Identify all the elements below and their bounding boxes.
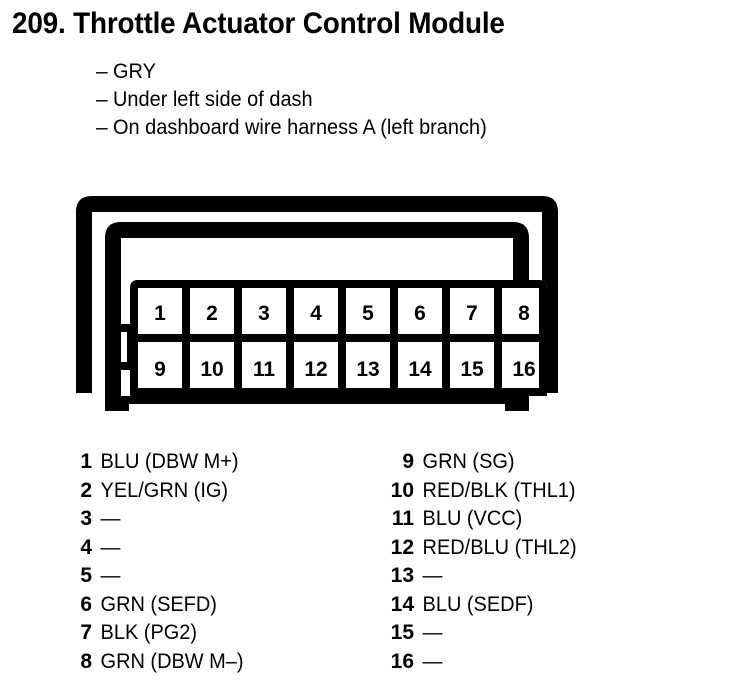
legend-pin-number: 11 xyxy=(391,507,414,530)
pin-legend-left-column: 1 BLU (DBW M+) 2 YEL/GRN (IG) 3 — 4 — 5 … xyxy=(66,448,252,676)
pin-cell-13: 13 xyxy=(356,358,379,381)
pin-cell-10: 10 xyxy=(200,358,223,381)
legend-pin-desc: — xyxy=(422,621,443,644)
legend-row: 11 BLU (VCC) xyxy=(388,505,585,534)
legend-row: 2 YEL/GRN (IG) xyxy=(66,477,252,506)
pin-cell-9: 9 xyxy=(154,358,166,381)
legend-pin-desc: — xyxy=(100,507,121,530)
legend-pin-desc: GRN (SG) xyxy=(422,450,515,473)
pin-col-divider-7 xyxy=(494,280,502,396)
legend-pin-desc: GRN (DBW M–) xyxy=(100,649,244,673)
legend-pin-number: 10 xyxy=(390,478,414,502)
legend-pin-desc: — xyxy=(100,564,121,587)
legend-row: 15 — xyxy=(388,619,585,648)
pin-col-divider-5 xyxy=(390,280,398,396)
legend-pin-number: 8 xyxy=(80,649,92,673)
legend-pin-desc: — xyxy=(100,535,121,559)
legend-pin-desc: GRN (SEFD) xyxy=(100,592,217,616)
dash-icon: – xyxy=(96,60,108,83)
legend-row: 10 RED/BLK (THL1) xyxy=(388,477,585,506)
pin-cell-14: 14 xyxy=(408,358,432,381)
legend-pin-number: 12 xyxy=(390,535,414,559)
pin-col-divider-6 xyxy=(442,280,450,396)
connector-attributes-list: – GRY – Under left side of dash – On das… xyxy=(96,58,656,142)
pin-col-divider-2 xyxy=(234,280,242,396)
legend-row: 6 GRN (SEFD) xyxy=(66,591,252,620)
legend-row: 14 BLU (SEDF) xyxy=(388,591,585,620)
pin-cell-16: 16 xyxy=(512,358,535,381)
bottom-tab-right xyxy=(521,396,529,411)
connector-diagram: 1 2 3 4 5 6 7 8 9 10 11 12 13 14 15 16 xyxy=(60,186,620,411)
legend-pin-number: 4 xyxy=(80,535,92,559)
legend-pin-desc: — xyxy=(422,564,443,587)
legend-row: 9 GRN (SG) xyxy=(388,448,585,477)
bottom-tab-left xyxy=(105,396,113,411)
connector-location: Under left side of dash xyxy=(113,88,313,111)
pin-legend-right-column: 9 GRN (SG) 10 RED/BLK (THL1) 11 BLU (VCC… xyxy=(388,448,585,676)
legend-pin-number: 1 xyxy=(80,450,92,473)
wire-color-code: GRY xyxy=(113,60,156,83)
legend-pin-desc: BLU (DBW M+) xyxy=(100,450,239,473)
list-item: – GRY xyxy=(96,58,656,86)
legend-row: 1 BLU (DBW M+) xyxy=(66,448,252,477)
pin-cell-7: 7 xyxy=(466,302,478,325)
legend-row: 16 — xyxy=(388,648,585,677)
pin-cell-8: 8 xyxy=(518,302,530,325)
list-item: – On dashboard wire harness A (left bran… xyxy=(96,114,656,142)
pin-cell-1: 1 xyxy=(154,302,166,325)
legend-pin-number: 14 xyxy=(390,592,414,616)
left-latch-bar-top xyxy=(105,324,135,332)
legend-row: 7 BLK (PG2) xyxy=(66,619,252,648)
legend-pin-number: 9 xyxy=(402,450,414,473)
legend-pin-number: 13 xyxy=(390,564,414,587)
pin-col-divider-1 xyxy=(182,280,190,396)
legend-pin-desc: RED/BLK (THL1) xyxy=(422,478,576,502)
legend-pin-number: 5 xyxy=(80,564,92,587)
legend-pin-number: 6 xyxy=(80,592,92,616)
legend-pin-number: 15 xyxy=(390,621,414,644)
bottom-tab-left-foot xyxy=(113,403,129,411)
legend-pin-desc: YEL/GRN (IG) xyxy=(100,478,229,502)
legend-pin-desc: BLU (SEDF) xyxy=(422,592,534,616)
legend-row: 12 RED/BLU (THL2) xyxy=(388,534,585,563)
pin-cell-5: 5 xyxy=(362,302,374,325)
pin-col-divider-4 xyxy=(338,280,346,396)
left-latch-bar-bottom xyxy=(105,362,135,370)
legend-pin-desc: — xyxy=(422,649,443,673)
legend-row: 5 — xyxy=(66,562,252,591)
pin-legend: 1 BLU (DBW M+) 2 YEL/GRN (IG) 3 — 4 — 5 … xyxy=(0,448,736,688)
pin-cell-3: 3 xyxy=(258,302,270,325)
legend-pin-desc: BLK (PG2) xyxy=(100,621,198,644)
pin-grid: 1 2 3 4 5 6 7 8 9 10 11 12 13 14 15 16 xyxy=(130,280,547,396)
legend-pin-number: 7 xyxy=(80,621,92,644)
legend-pin-number: 2 xyxy=(80,478,92,502)
legend-row: 4 — xyxy=(66,534,252,563)
list-item: – Under left side of dash xyxy=(96,86,656,114)
legend-pin-number: 16 xyxy=(390,649,414,673)
legend-pin-desc: RED/BLU (THL2) xyxy=(422,535,577,559)
pin-cell-15: 15 xyxy=(460,358,484,381)
pin-cell-6: 6 xyxy=(414,302,426,325)
pin-cell-11: 11 xyxy=(253,358,276,381)
legend-row: 3 — xyxy=(66,505,252,534)
page-title: 209. Throttle Actuator Control Module xyxy=(12,7,505,40)
pin-cell-2: 2 xyxy=(206,302,218,325)
bottom-tab-right-foot xyxy=(505,403,521,411)
pin-cell-12: 12 xyxy=(304,358,327,381)
legend-row: 8 GRN (DBW M–) xyxy=(66,648,252,677)
dash-icon: – xyxy=(96,116,108,139)
connector-bottom-edge xyxy=(105,396,529,404)
legend-row: 13 — xyxy=(388,562,585,591)
legend-pin-desc: BLU (VCC) xyxy=(422,507,523,530)
pin-col-divider-3 xyxy=(286,280,294,396)
dash-icon: – xyxy=(96,88,108,111)
harness-reference: On dashboard wire harness A (left branch… xyxy=(113,116,487,139)
pin-cell-4: 4 xyxy=(310,302,322,325)
legend-pin-number: 3 xyxy=(80,507,92,530)
